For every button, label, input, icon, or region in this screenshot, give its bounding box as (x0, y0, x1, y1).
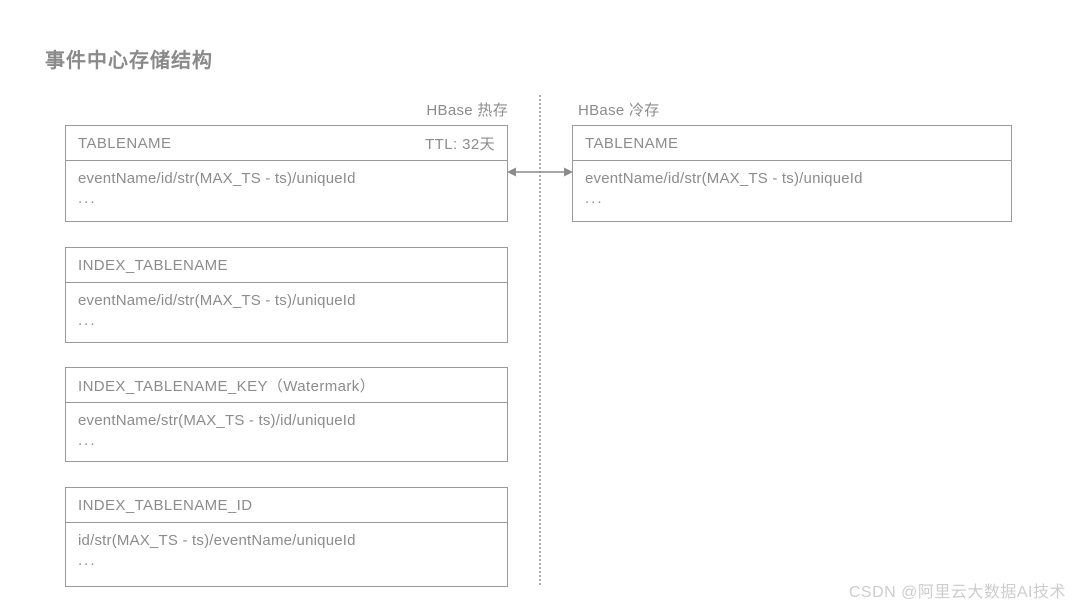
table-ellipsis: ... (78, 552, 97, 569)
table-box-tablename-hot: TABLENAME TTL: 32天 eventName/id/str(MAX_… (65, 125, 508, 222)
table-rowkey: eventName/id/str(MAX_TS - ts)/uniqueId (585, 170, 863, 187)
table-rowkey: id/str(MAX_TS - ts)/eventName/uniqueId (78, 532, 356, 549)
table-name: INDEX_TABLENAME_ID (78, 496, 253, 514)
table-header: TABLENAME TTL: 32天 (66, 126, 507, 161)
table-ellipsis: ... (78, 432, 97, 449)
table-header: INDEX_TABLENAME_ID (66, 488, 507, 523)
page-title: 事件中心存储结构 (45, 50, 213, 72)
table-header: INDEX_TABLENAME_KEY（Watermark） (66, 368, 507, 403)
hot-cold-sync-arrow-icon (506, 160, 574, 184)
csdn-watermark: CSDN @阿里云大数据AI技术 (848, 584, 1066, 601)
table-rowkey: eventName/str(MAX_TS - ts)/id/uniqueId (78, 412, 356, 429)
table-name: INDEX_TABLENAME (78, 256, 228, 274)
table-name: TABLENAME (78, 134, 172, 152)
table-ellipsis: ... (78, 312, 97, 329)
table-box-index-tablename-id: INDEX_TABLENAME_ID id/str(MAX_TS - ts)/e… (65, 487, 508, 587)
zone-label-hbase-hot: HBase 热存 (426, 102, 508, 119)
table-header: INDEX_TABLENAME (66, 248, 507, 283)
table-ellipsis: ... (78, 190, 97, 207)
table-box-index-tablename-key: INDEX_TABLENAME_KEY（Watermark） eventName… (65, 367, 508, 462)
table-name: TABLENAME (585, 134, 679, 152)
hot-cold-divider-line (539, 95, 541, 585)
table-box-tablename-cold: TABLENAME eventName/id/str(MAX_TS - ts)/… (572, 125, 1012, 222)
table-ellipsis: ... (585, 190, 604, 207)
table-body: eventName/id/str(MAX_TS - ts)/uniqueId .… (573, 161, 1011, 209)
table-header: TABLENAME (573, 126, 1011, 161)
table-body: eventName/id/str(MAX_TS - ts)/uniqueId .… (66, 161, 507, 209)
zone-label-hbase-cold: HBase 冷存 (578, 102, 660, 119)
table-ttl: TTL: 32天 (425, 135, 495, 153)
table-body: eventName/id/str(MAX_TS - ts)/uniqueId .… (66, 283, 507, 331)
table-rowkey: eventName/id/str(MAX_TS - ts)/uniqueId (78, 170, 356, 187)
table-body: id/str(MAX_TS - ts)/eventName/uniqueId .… (66, 523, 507, 571)
table-box-index-tablename: INDEX_TABLENAME eventName/id/str(MAX_TS … (65, 247, 508, 343)
table-body: eventName/str(MAX_TS - ts)/id/uniqueId .… (66, 403, 507, 451)
table-rowkey: eventName/id/str(MAX_TS - ts)/uniqueId (78, 292, 356, 309)
table-name: INDEX_TABLENAME_KEY（Watermark） (78, 377, 376, 395)
